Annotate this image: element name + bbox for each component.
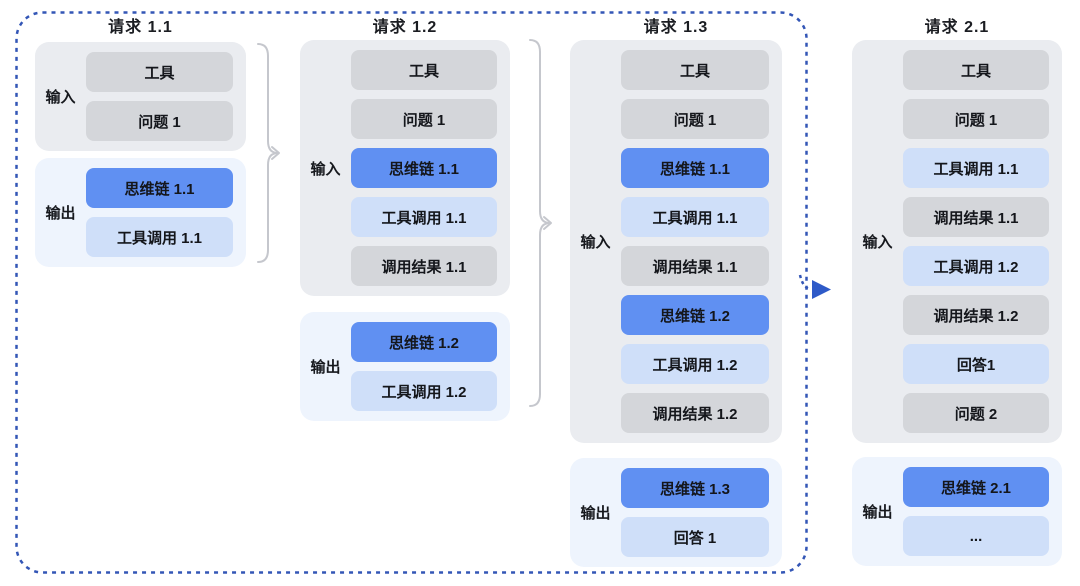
request-1-3-input-group: 输入 工具 问题 1 思维链 1.1 工具调用 1.1 调用结果 1.1 思维链… bbox=[570, 40, 782, 443]
block-answer-1: 回答1 bbox=[903, 344, 1049, 384]
block-tools: 工具 bbox=[621, 50, 769, 90]
request-1-1-title: 请求 1.1 bbox=[108, 19, 173, 36]
input-label: 输入 bbox=[580, 234, 611, 251]
output-blocks: 思维链 1.2 工具调用 1.2 bbox=[351, 312, 510, 421]
block-tool-call-1-1: 工具调用 1.1 bbox=[351, 197, 497, 237]
output-blocks: 思维链 2.1 ... bbox=[903, 457, 1062, 566]
block-tool-call-1-2: 工具调用 1.2 bbox=[903, 246, 1049, 286]
request-1-1-input-group: 输入 工具 问题 1 bbox=[35, 42, 246, 151]
block-tools: 工具 bbox=[351, 50, 497, 90]
input-blocks: 工具 问题 1 工具调用 1.1 调用结果 1.1 工具调用 1.2 调用结果 … bbox=[903, 40, 1062, 443]
request-1-2-column: 请求 1.2 输入 工具 问题 1 思维链 1.1 工具调用 1.1 调用结果 … bbox=[300, 0, 510, 586]
next-session-arrow-icon bbox=[798, 274, 831, 299]
block-tools: 工具 bbox=[903, 50, 1049, 90]
output-label: 输出 bbox=[580, 505, 611, 522]
brace-arrow-1-icon bbox=[257, 43, 280, 263]
brace-arrow-2-icon bbox=[529, 39, 552, 407]
input-label: 输入 bbox=[862, 234, 893, 251]
block-call-result-1-1: 调用结果 1.1 bbox=[621, 246, 769, 286]
request-2-1-title: 请求 2.1 bbox=[924, 19, 990, 36]
request-1-3-title: 请求 1.3 bbox=[643, 19, 709, 36]
output-label: 输出 bbox=[862, 504, 893, 521]
block-cot-1-3: 思维链 1.3 bbox=[621, 468, 769, 508]
request-2-1-input-group: 输入 工具 问题 1 工具调用 1.1 调用结果 1.1 工具调用 1.2 调用… bbox=[852, 40, 1062, 443]
request-1-1-column: 请求 1.1 输入 工具 问题 1 输出 思维链 1.1 工具调用 1.1 bbox=[35, 0, 246, 586]
request-1-3-column: 请求 1.3 输入 工具 问题 1 思维链 1.1 工具调用 1.1 调用结果 … bbox=[570, 0, 782, 586]
block-tools: 工具 bbox=[86, 52, 233, 92]
block-tool-call-1-1: 工具调用 1.1 bbox=[903, 148, 1049, 188]
block-tool-call-1-2: 工具调用 1.2 bbox=[621, 344, 769, 384]
input-blocks: 工具 问题 1 思维链 1.1 工具调用 1.1 调用结果 1.1 bbox=[351, 40, 510, 296]
block-question-1: 问题 1 bbox=[903, 99, 1049, 139]
block-call-result-1-1: 调用结果 1.1 bbox=[351, 246, 497, 286]
input-blocks: 工具 问题 1 思维链 1.1 工具调用 1.1 调用结果 1.1 思维链 1.… bbox=[621, 40, 782, 443]
output-blocks: 思维链 1.3 回答 1 bbox=[621, 458, 782, 567]
output-blocks: 思维链 1.1 工具调用 1.1 bbox=[86, 158, 246, 267]
block-question-1: 问题 1 bbox=[351, 99, 497, 139]
block-answer-1: 回答 1 bbox=[621, 517, 769, 557]
block-question-2: 问题 2 bbox=[903, 393, 1049, 433]
block-cot-1-1: 思维链 1.1 bbox=[351, 148, 497, 188]
request-2-1-output-group: 输出 思维链 2.1 ... bbox=[852, 457, 1062, 566]
block-cot-1-2: 思维链 1.2 bbox=[351, 322, 497, 362]
request-1-2-title: 请求 1.2 bbox=[372, 19, 438, 36]
request-1-2-input-group: 输入 工具 问题 1 思维链 1.1 工具调用 1.1 调用结果 1.1 bbox=[300, 40, 510, 296]
output-label: 输出 bbox=[310, 359, 341, 376]
block-call-result-1-2: 调用结果 1.2 bbox=[903, 295, 1049, 335]
block-tool-call-1-1: 工具调用 1.1 bbox=[621, 197, 769, 237]
block-cot-1-2: 思维链 1.2 bbox=[621, 295, 769, 335]
block-call-result-1-1: 调用结果 1.1 bbox=[903, 197, 1049, 237]
block-tool-call-1-2: 工具调用 1.2 bbox=[351, 371, 497, 411]
block-cot-1-1: 思维链 1.1 bbox=[621, 148, 769, 188]
block-question-1: 问题 1 bbox=[621, 99, 769, 139]
block-call-result-1-2: 调用结果 1.2 bbox=[621, 393, 769, 433]
block-question-1: 问题 1 bbox=[86, 101, 233, 141]
input-label: 输入 bbox=[45, 89, 76, 106]
request-2-1-column: 请求 2.1 输入 工具 问题 1 工具调用 1.1 调用结果 1.1 工具调用… bbox=[852, 0, 1062, 586]
input-label: 输入 bbox=[310, 160, 341, 178]
session-dashed-border bbox=[15, 11, 808, 574]
block-ellipsis: ... bbox=[903, 516, 1049, 556]
block-cot-2-1: 思维链 2.1 bbox=[903, 467, 1049, 507]
output-label: 输出 bbox=[45, 205, 76, 222]
block-cot-1-1: 思维链 1.1 bbox=[86, 168, 233, 208]
request-1-1-output-group: 输出 思维链 1.1 工具调用 1.1 bbox=[35, 158, 246, 267]
block-tool-call-1-1: 工具调用 1.1 bbox=[86, 217, 233, 257]
input-blocks: 工具 问题 1 bbox=[86, 42, 246, 151]
request-1-3-output-group: 输出 思维链 1.3 回答 1 bbox=[570, 458, 782, 567]
request-1-2-output-group: 输出 思维链 1.2 工具调用 1.2 bbox=[300, 312, 510, 421]
